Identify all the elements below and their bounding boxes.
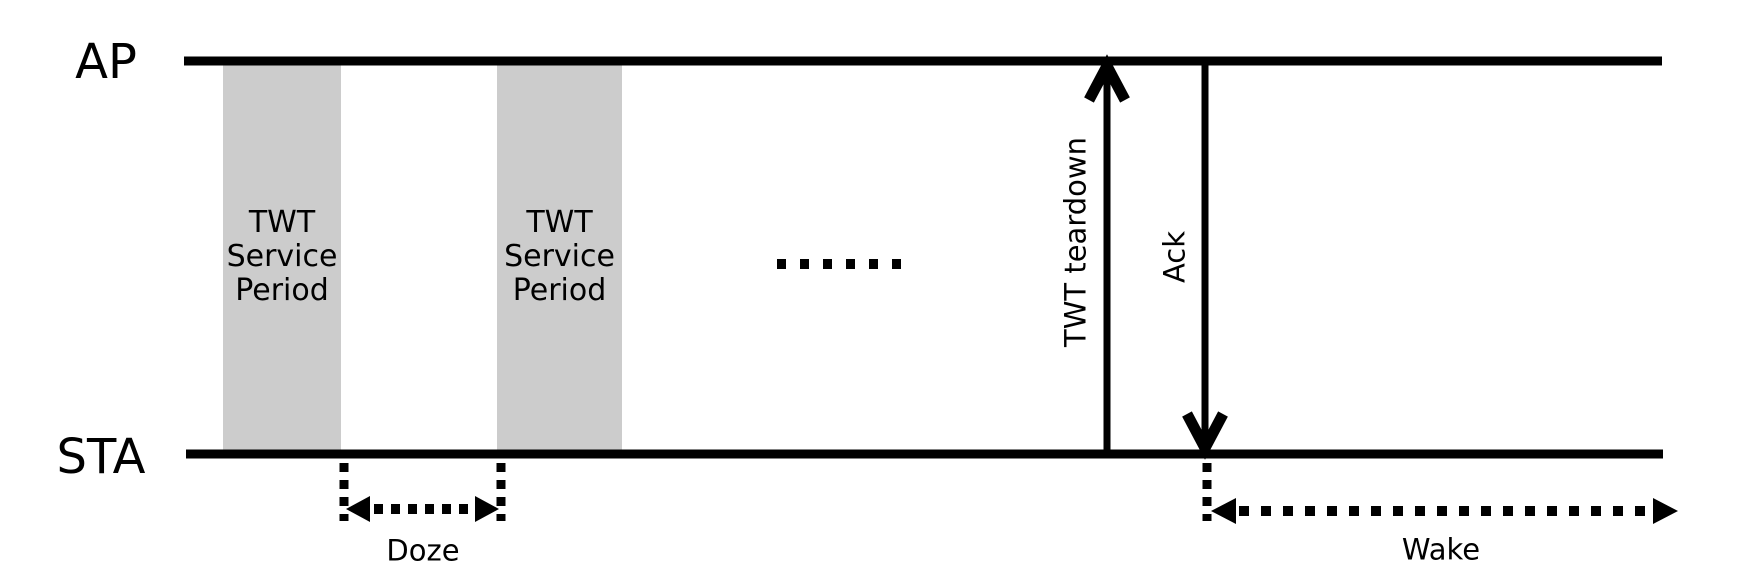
sta-label: STA bbox=[56, 429, 146, 485]
ack-label: Ack bbox=[1157, 230, 1192, 284]
teardown-label: TWT teardown bbox=[1058, 137, 1093, 347]
service-period-2-line2: Service bbox=[504, 239, 615, 274]
teardown-arrow bbox=[1084, 54, 1130, 458]
service-period-1-line3: Period bbox=[235, 273, 329, 308]
teardown-arrowhead-icon bbox=[1084, 54, 1130, 103]
service-period-1-line1: TWT bbox=[248, 205, 316, 240]
service-period-2-line3: Period bbox=[512, 273, 607, 308]
service-period-1-box bbox=[223, 62, 341, 452]
wake-label: Wake bbox=[1401, 532, 1481, 567]
service-period-2-box bbox=[497, 62, 622, 452]
doze-label: Doze bbox=[386, 533, 460, 568]
service-period-1-label: TWT Service Period bbox=[223, 62, 341, 452]
ack-arrowhead-icon bbox=[1182, 411, 1228, 460]
wake-arrowhead-right bbox=[1653, 498, 1678, 524]
service-period-2-label: TWT Service Period bbox=[497, 62, 622, 452]
doze-arrowhead-left bbox=[346, 496, 370, 522]
doze-arrowhead-right bbox=[475, 496, 499, 522]
wake-arrowhead-left bbox=[1211, 498, 1236, 524]
wake-arrow-icon bbox=[1211, 498, 1678, 524]
service-period-2-line1: TWT bbox=[526, 205, 593, 240]
ack-arrow bbox=[1182, 61, 1228, 460]
doze-arrow-icon bbox=[346, 496, 499, 522]
service-period-1-line2: Service bbox=[226, 239, 338, 274]
ap-label: AP bbox=[75, 34, 137, 90]
